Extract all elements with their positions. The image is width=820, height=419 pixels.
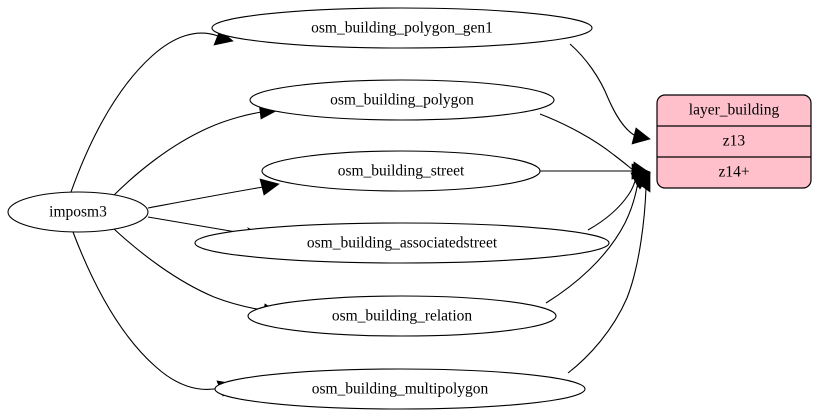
edge-osm-building-polygon-gen1-to-z13 [569, 43, 651, 145]
node-osm-building-polygon-label: osm_building_polygon [330, 92, 474, 109]
node-osm-building-associatedstreet[interactable]: osm_building_associatedstreet [194, 222, 610, 264]
edge-group-tables-to-layer [539, 43, 651, 374]
node-group-tables: imposm3 osm_building_polygon_gen1 osm_bu… [7, 7, 610, 410]
node-osm-building-polygon[interactable]: osm_building_polygon [249, 79, 555, 121]
node-osm-building-multipolygon[interactable]: osm_building_multipolygon [214, 368, 586, 410]
node-osm-building-relation-label: osm_building_relation [332, 308, 473, 325]
edge-osm-building-multipolygon-to-z14 [567, 172, 651, 374]
node-osm-building-street-label: osm_building_street [338, 163, 465, 180]
node-osm-building-associatedstreet-label: osm_building_associatedstreet [307, 235, 498, 252]
layer-building-title-label: layer_building [689, 102, 780, 119]
layer-building-z14-label: z14+ [718, 164, 749, 181]
node-osm-building-street[interactable]: osm_building_street [261, 150, 541, 192]
node-osm-building-multipolygon-label: osm_building_multipolygon [312, 381, 489, 398]
edge-imposm3-to-osm-building-polygon-gen1 [70, 29, 234, 193]
node-imposm3[interactable]: imposm3 [7, 191, 149, 233]
edge-imposm3-to-osm-building-street [147, 178, 280, 209]
node-imposm3-label: imposm3 [49, 204, 107, 221]
node-osm-building-polygon-gen1[interactable]: osm_building_polygon_gen1 [211, 7, 593, 49]
node-osm-building-polygon-gen1-label: osm_building_polygon_gen1 [311, 20, 493, 37]
edge-imposm3-to-osm-building-multipolygon [72, 231, 237, 397]
edge-imposm3-to-osm-building-polygon [111, 102, 279, 198]
node-layer-building[interactable]: layer_building z13 z14+ [656, 94, 812, 189]
layer-building-z13-label: z13 [723, 133, 746, 150]
node-osm-building-relation[interactable]: osm_building_relation [247, 295, 557, 337]
